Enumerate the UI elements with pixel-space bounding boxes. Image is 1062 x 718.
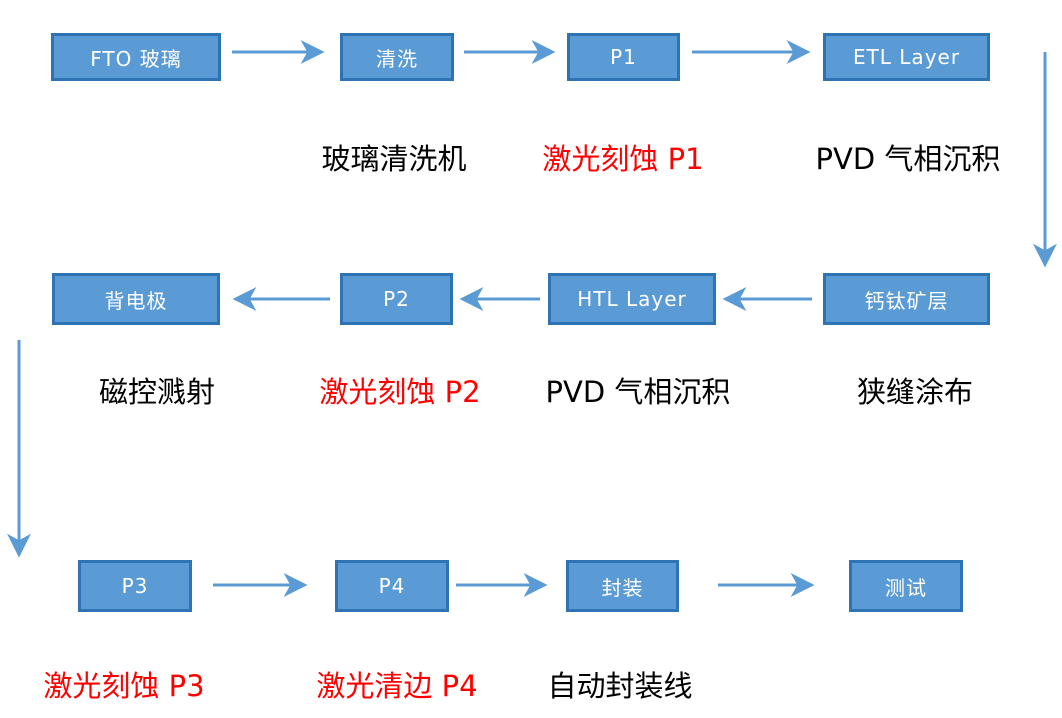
node-p3: P3 xyxy=(78,560,192,612)
node-p2: P2 xyxy=(340,273,453,325)
annotation-auto-encapsulation-line: 自动封装线 xyxy=(547,669,693,703)
node-etl-layer: ETL Layer xyxy=(823,33,990,81)
annotation-magnetron-sputtering: 磁控溅射 xyxy=(98,375,216,409)
annotation-laser-etch-p1: 激光刻蚀 P1 xyxy=(542,142,704,176)
node-encapsulation: 封装 xyxy=(566,560,679,612)
annotation-pvd-deposition-1: PVD 气相沉积 xyxy=(815,142,1001,176)
annotation-laser-etch-p3: 激光刻蚀 P3 xyxy=(43,669,205,703)
annotation-laser-edge-clean-p4: 激光清边 P4 xyxy=(316,669,478,703)
node-perovskite-layer: 钙钛矿层 xyxy=(823,273,990,325)
node-cleaning: 清洗 xyxy=(340,33,454,81)
annotation-laser-etch-p2: 激光刻蚀 P2 xyxy=(319,375,481,409)
node-htl-layer: HTL Layer xyxy=(548,273,716,325)
node-p1: P1 xyxy=(567,33,680,81)
annotation-pvd-deposition-2: PVD 气相沉积 xyxy=(545,375,731,409)
annotation-slot-die-coating: 狭缝涂布 xyxy=(856,375,974,409)
node-back-electrode: 背电极 xyxy=(52,273,220,325)
node-p4: P4 xyxy=(335,560,449,612)
annotation-glass-washer: 玻璃清洗机 xyxy=(321,142,467,176)
node-fto-glass: FTO 玻璃 xyxy=(51,33,221,81)
node-testing: 测试 xyxy=(849,560,963,612)
